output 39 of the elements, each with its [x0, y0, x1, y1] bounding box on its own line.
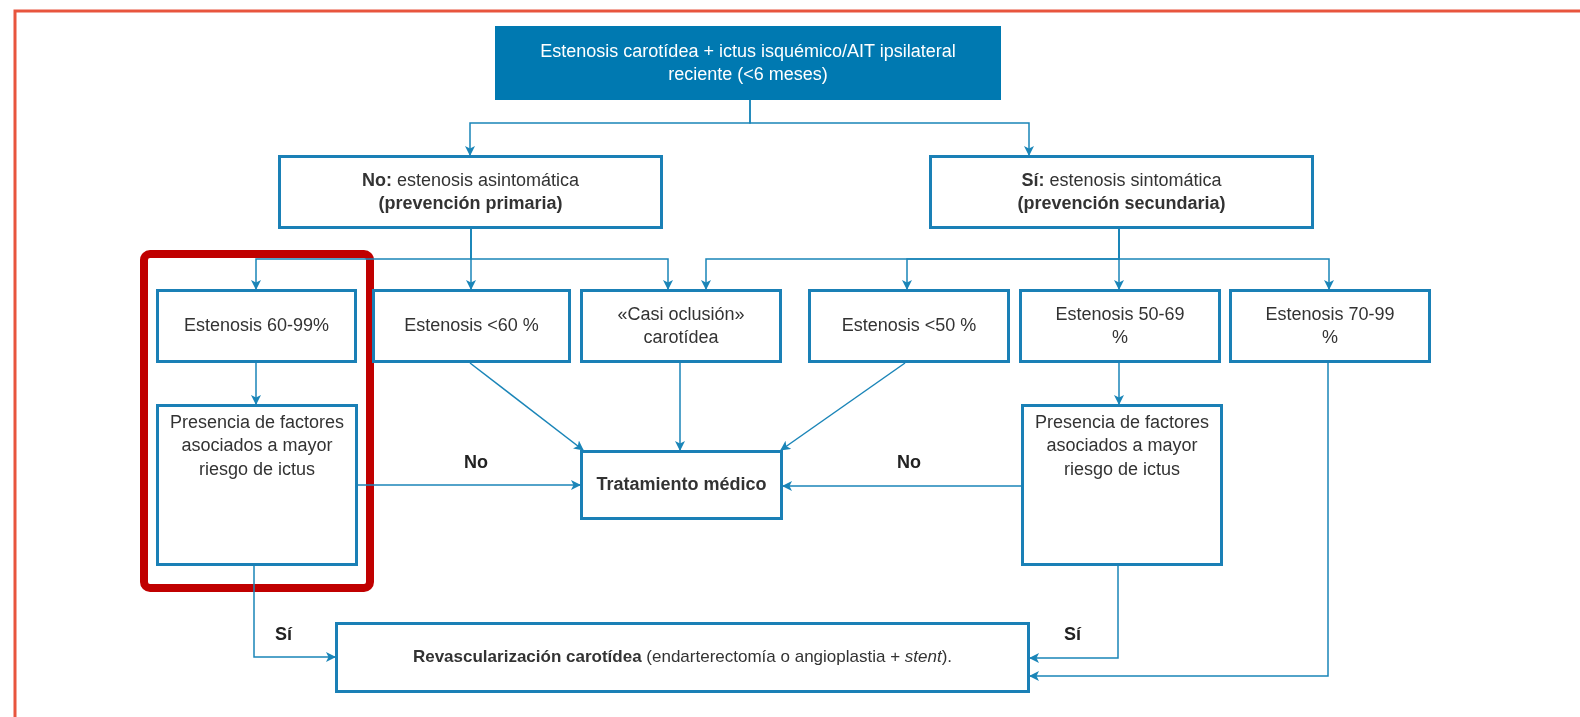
arrow: [780, 362, 906, 451]
process-box: [156, 289, 357, 363]
process-box: [1019, 289, 1221, 363]
node-text: Tratamiento médico: [596, 473, 767, 497]
node-text: Presencia de factores asociados a mayor riesgo de ictus: [168, 411, 346, 481]
node-text: Estenosis carotídea + ictus isquémico/AIT ipsilateral reciente (<6 meses): [539, 39, 957, 86]
arrow: [357, 480, 581, 490]
node-text: Estenosis 50-69 %: [1054, 302, 1186, 349]
node-text: No: estenosis asintomática (prevención primaria): [360, 168, 581, 215]
node-text: Estenosis 60-99%: [183, 314, 330, 338]
process-box: [1021, 404, 1223, 566]
process-box: [156, 404, 358, 566]
arrow: [1029, 565, 1119, 663]
node-text: Presencia de factores asociados a mayor riesgo de ictus: [1033, 411, 1211, 481]
process-box: [278, 155, 663, 229]
process-box: [580, 289, 782, 363]
arrow: [1118, 228, 1334, 290]
start-box: [495, 26, 1001, 100]
process-box: [372, 289, 571, 363]
arrow: [1114, 362, 1124, 405]
process-box: [929, 155, 1314, 229]
process-box: [335, 622, 1030, 693]
node-text: Sí: estenosis sintomática (prevención secundaria): [1016, 168, 1227, 215]
arrow: [1029, 362, 1329, 681]
node-text: Revascularización carotídea (endarterectomía o angioplastia + stent).: [412, 646, 953, 669]
node-text: «Casi oclusión» carotídea: [616, 302, 746, 349]
arrow: [251, 362, 261, 405]
process-box: [1229, 289, 1431, 363]
arrow: [469, 362, 584, 451]
arrow: [782, 481, 1022, 491]
process-box: [808, 289, 1010, 363]
node-text: Estenosis <50 %: [841, 314, 977, 338]
arrow: [253, 565, 336, 662]
arrow: [470, 228, 673, 290]
arrow: [749, 99, 1034, 156]
arrow: [675, 362, 685, 451]
node-text: Estenosis <60 %: [404, 314, 539, 338]
node-text: Estenosis 70-99 %: [1264, 302, 1396, 349]
process-box: [580, 450, 783, 520]
